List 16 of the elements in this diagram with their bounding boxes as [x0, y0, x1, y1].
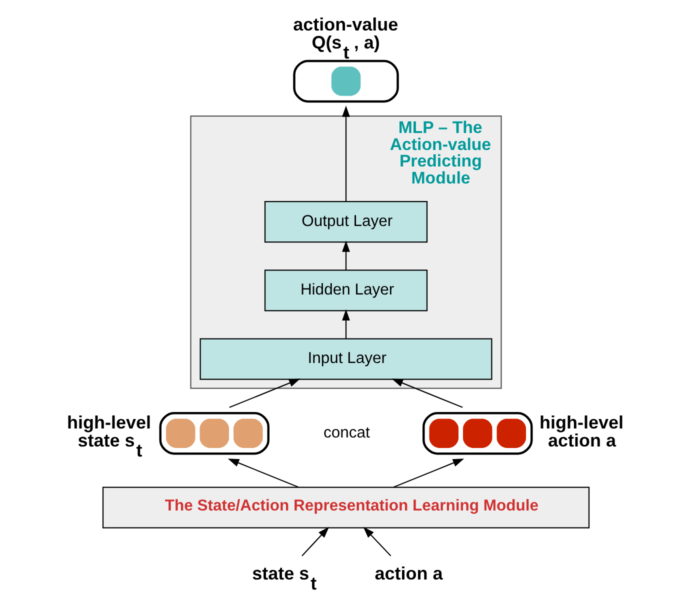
- node-box: Output Layer: [264, 201, 428, 243]
- arrow: [342, 106, 350, 202]
- node-label: high-level action a: [539, 412, 624, 451]
- node-text: action a: [374, 563, 442, 584]
- arrow: [301, 526, 329, 556]
- node-box: The State/Action Representation Learning Module: [102, 486, 590, 528]
- arrow: [392, 458, 464, 488]
- arrow: [227, 458, 298, 488]
- arrow: [342, 309, 350, 339]
- arrow: [362, 526, 391, 556]
- arrow: [391, 378, 462, 408]
- arrow: [228, 378, 300, 408]
- node-box: Hidden Layer: [264, 270, 428, 312]
- label: concat: [323, 424, 370, 442]
- arrow: [342, 240, 350, 270]
- node-box: Input Layer: [199, 338, 492, 380]
